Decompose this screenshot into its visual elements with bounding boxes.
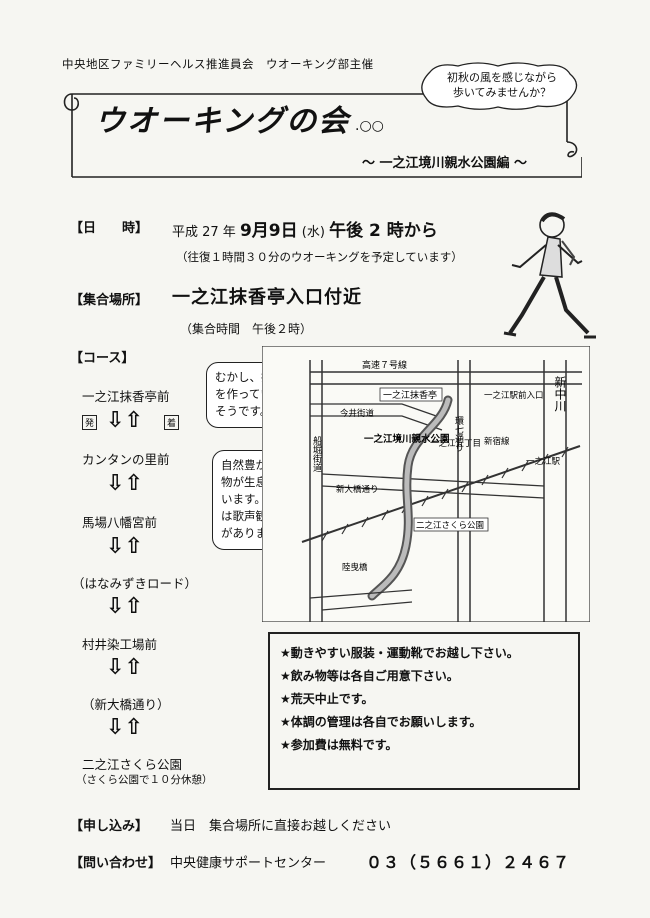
apply-value: 当日 集合場所に直接お越しください (170, 819, 392, 834)
note-item: ★体調の管理は各自でお願いします。 (280, 715, 482, 729)
thought-bubble-text: 初秋の風を感じながら 歩いてみませんか？ (432, 70, 572, 100)
map-label-kan7: 環七通り (453, 416, 464, 452)
meeting-place-value: 一之江抹香亭入口付近 (172, 287, 362, 308)
title-dots-decoration: .○○ (355, 118, 384, 134)
course-stop-4: （はなみずきロード） (72, 576, 198, 591)
goal-tag: 着 (164, 415, 180, 430)
meeting-place-label: 【集合場所】 (70, 293, 149, 308)
map-label-funabori: 船堀街道 (311, 435, 322, 473)
arrow-up-icon: ⇧ (124, 408, 143, 433)
map-label-shin-ohashi: 新大橋通り (336, 484, 379, 495)
course-arrows-5: ⇩⇧ (106, 657, 143, 679)
apply-label: 【申し込み】 (70, 819, 149, 834)
note-item: ★動きやすい服装・運動靴でお越し下さい。 (280, 646, 519, 660)
map-label-ichinoe-station: 一之江駅 (526, 456, 561, 467)
note-item: ★荒天中止です。 (280, 692, 374, 706)
course-stop-5: 村井染工場前 (82, 637, 158, 652)
date-weekday: (水) (301, 225, 325, 240)
note-item: ★飲み物等は各自ご用意下さい。 (280, 669, 459, 683)
course-arrows-2: ⇩⇧ (106, 473, 143, 495)
contact-phone-number: ０３（５６６１）２４６７ (366, 853, 571, 872)
arrow-up-icon: ⇧ (124, 715, 143, 740)
date-era-year: 平成 27 年 (172, 225, 236, 240)
course-arrows-6: ⇩⇧ (106, 717, 143, 739)
walking-person-illustration (503, 212, 596, 339)
map-label-imai: 今井街道 (340, 408, 375, 419)
map-label-ichinoe-ekimae: 一之江駅前入口 (484, 390, 544, 401)
course-arrows-3: ⇩⇧ (106, 536, 143, 558)
course-stop-6: （新大橋通り） (82, 697, 170, 712)
course-rest-note: （さくら公園で１０分休憩） (76, 774, 213, 786)
arrow-down-icon: ⇩ (106, 655, 125, 680)
course-stop-3: 馬場八幡宮前 (82, 515, 158, 530)
event-title: ウオーキングの会 (95, 104, 351, 139)
map-label-park: 一之江境川親水公園 (364, 433, 450, 445)
bubble-line-2: 歩いてみませんか？ (452, 86, 552, 99)
course-stop-2: カンタンの里前 (82, 452, 170, 467)
notes-box: ★動きやすい服装・運動靴でお越し下さい。 ★飲み物等は各自ご用意下さい。 ★荒天… (268, 632, 580, 790)
arrow-up-icon: ⇧ (124, 534, 143, 559)
thought-bubble (421, 62, 578, 110)
map-sakura-box (413, 517, 489, 532)
date-start-time: 午後 2 時から (329, 221, 438, 241)
start-tag: 発 (82, 415, 98, 430)
note-item: ★参加費は無料です。 (280, 738, 398, 752)
date-duration-note: （往復１時間３０分のウオーキングを予定しています） (176, 250, 463, 264)
map-makko-box (379, 387, 443, 402)
map-label-expressway: 高速７号線 (362, 359, 407, 371)
organizer-text: 中央地区ファミリーヘルス推進員会 ウオーキング部主催 (62, 57, 374, 71)
map-label-ichinoe-5: 一之江五丁目 (430, 438, 481, 449)
event-subtitle: ～ 一之江境川親水公園編 ～ (362, 156, 528, 171)
map-label-sakura: 二之江さくら公園 (416, 520, 484, 531)
date-label: 【日 時】 (70, 221, 149, 236)
arrow-up-icon: ⇧ (124, 655, 143, 680)
map-label-shinjuku-line: 新宿線 (484, 436, 510, 447)
arrow-down-icon: ⇩ (106, 471, 125, 496)
map-label-rikuyo: 陸曳橋 (342, 562, 368, 573)
course-label: 【コース】 (70, 351, 135, 366)
arrow-up-icon: ⇧ (124, 471, 143, 496)
arrow-down-icon: ⇩ (106, 534, 125, 559)
course-stop-1: 一之江抹香亭前 (82, 389, 170, 404)
contact-organization: 中央健康サポートセンター (170, 856, 327, 871)
course-arrows-1: ⇩⇧ (106, 410, 143, 432)
date-month-day: 9月9日 (239, 221, 298, 241)
map-label-makko: 一之江抹香亭 (383, 389, 437, 401)
arrow-up-icon: ⇧ (124, 594, 143, 619)
arrow-down-icon: ⇩ (106, 408, 125, 433)
contact-label: 【問い合わせ】 (70, 856, 162, 871)
date-value: 平成 27 年 9月9日 (水) 午後 2 時から (172, 216, 438, 241)
meeting-time-note: （集合時間 午後２時） (180, 322, 313, 336)
course-stop-7: 二之江さくら公園 (82, 757, 183, 772)
course-arrows-4: ⇩⇧ (106, 596, 143, 618)
map-label-nakagawa: 新中川 (553, 375, 567, 412)
arrow-down-icon: ⇩ (106, 715, 125, 740)
route-map: 高速７号線 一之江抹香亭 一之江駅前入口 今井街道 環七通り 船堀街道 新中川 … (262, 346, 590, 622)
bubble-line-1: 初秋の風を感じながら (447, 71, 557, 84)
arrow-down-icon: ⇩ (106, 594, 125, 619)
